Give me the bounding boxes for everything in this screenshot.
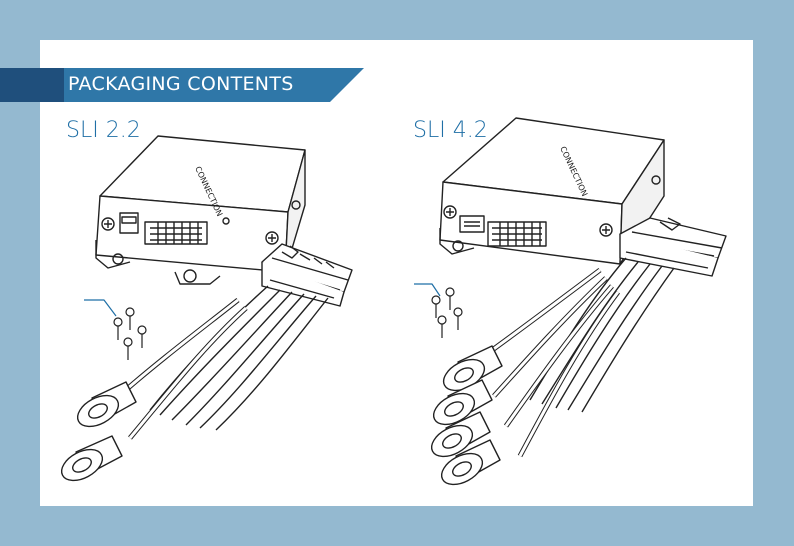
rca-plug-icon xyxy=(72,382,136,433)
screw-icon-group-right xyxy=(414,284,462,338)
wiring-harness-illustration-left xyxy=(56,244,352,487)
rca-plug-icon xyxy=(56,436,122,487)
wiring-harness-illustration-right xyxy=(426,218,726,491)
screw-icon-group-left xyxy=(84,300,146,360)
